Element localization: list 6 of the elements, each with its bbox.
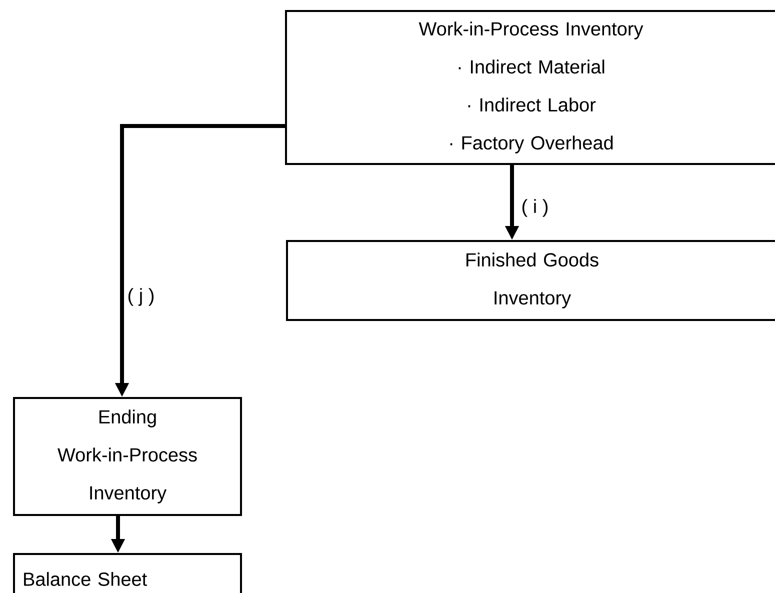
account-box: Work-in-Process Inventory · Indirect Material · Indirect Labor · Factory Overhead xyxy=(285,10,775,165)
account-box: Balance Sheet xyxy=(13,553,242,593)
account-box: Ending Work-in-Process Inventory xyxy=(13,397,242,516)
edge-label: ( j ) xyxy=(126,287,156,307)
account-box: Finished Goods Inventory xyxy=(286,240,775,321)
edge-label: ( i ) xyxy=(520,198,550,218)
